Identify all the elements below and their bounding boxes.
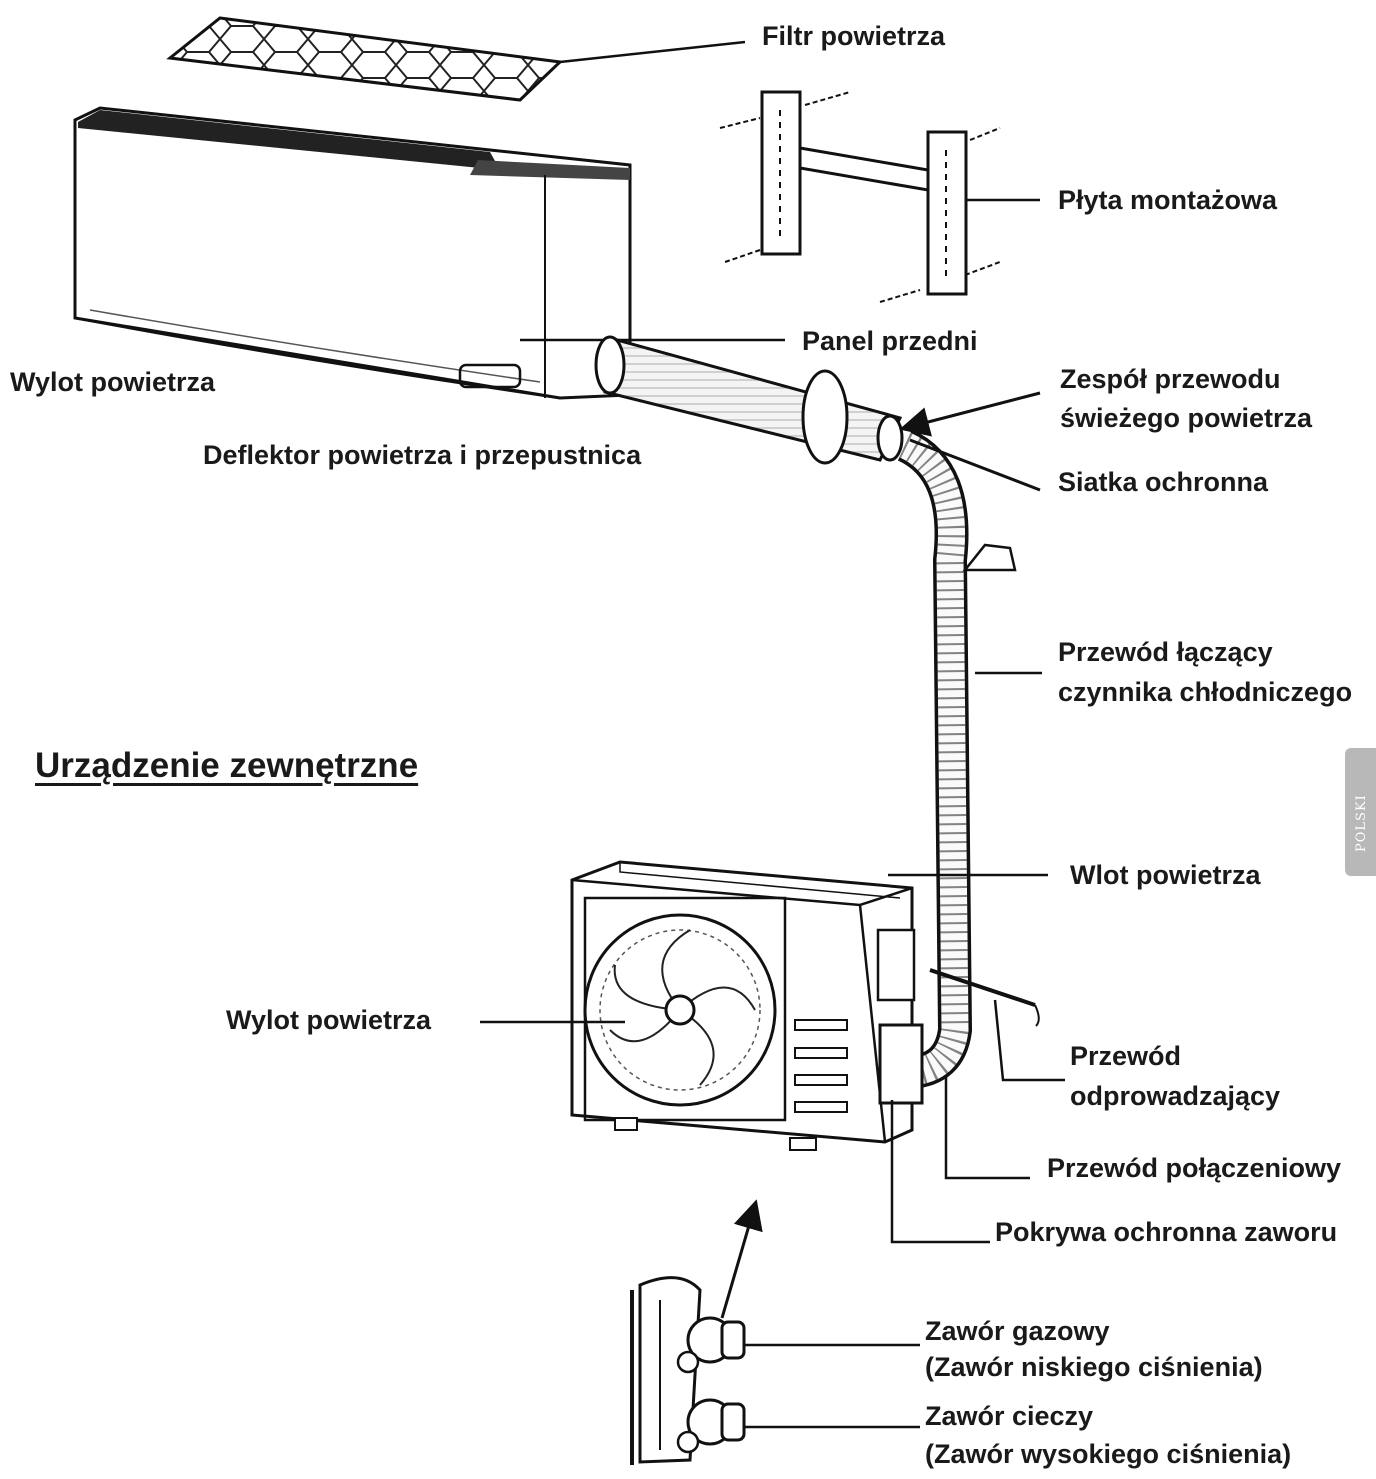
label-air-filter: Filtr powietrza — [762, 21, 946, 51]
label-refrigerant-pipe-line1: Przewód łączący — [1058, 637, 1273, 667]
language-tab: POLSKI — [1345, 748, 1376, 876]
label-outdoor-air-outlet: Wylot powietrza — [226, 1005, 432, 1035]
label-valve-cover: Pokrywa ochronna zaworu — [995, 1217, 1338, 1247]
indoor-unit-illustration — [73, 106, 785, 400]
label-drain-hose-line2: odprowadzający — [1070, 1081, 1281, 1111]
label-liquid-valve-line1: Zawór cieczy — [925, 1401, 1094, 1431]
label-fresh-air-assembly-line1: Zespół przewodu — [1060, 364, 1281, 394]
valves-illustration — [630, 1199, 920, 1465]
language-tab-label: POLSKI — [1354, 794, 1369, 852]
label-drain-hose-line1: Przewód — [1070, 1041, 1182, 1071]
label-indoor-air-outlet: Wylot powietrza — [10, 367, 216, 397]
section-heading: Urządzenie zewnętrzne — [35, 746, 419, 785]
label-gas-valve-line2: (Zawór niskiego ciśnienia) — [925, 1352, 1263, 1382]
label-front-panel: Panel przedni — [802, 326, 978, 356]
label-mounting-plate: Płyta montażowa — [1058, 185, 1278, 215]
label-fresh-air-assembly-line2: świeżego powietrza — [1060, 403, 1313, 433]
air-filter-illustration — [166, 16, 746, 102]
label-air-deflector: Deflektor powietrza i przepustnica — [203, 440, 642, 470]
label-protective-mesh: Siatka ochronna — [1058, 467, 1269, 497]
mounting-plate-illustration — [719, 90, 1040, 303]
label-connecting-cable: Przewód połączeniowy — [1047, 1153, 1342, 1183]
label-air-inlet: Wlot powietrza — [1070, 860, 1261, 890]
label-refrigerant-pipe-line2: czynnika chłodniczego — [1058, 677, 1353, 707]
fresh-air-duct-illustration — [594, 335, 1042, 1089]
label-gas-valve-line1: Zawór gazowy — [925, 1316, 1110, 1346]
outdoor-unit-illustration — [480, 860, 1065, 1244]
label-liquid-valve-line2: (Zawór wysokiego ciśnienia) — [925, 1439, 1292, 1469]
